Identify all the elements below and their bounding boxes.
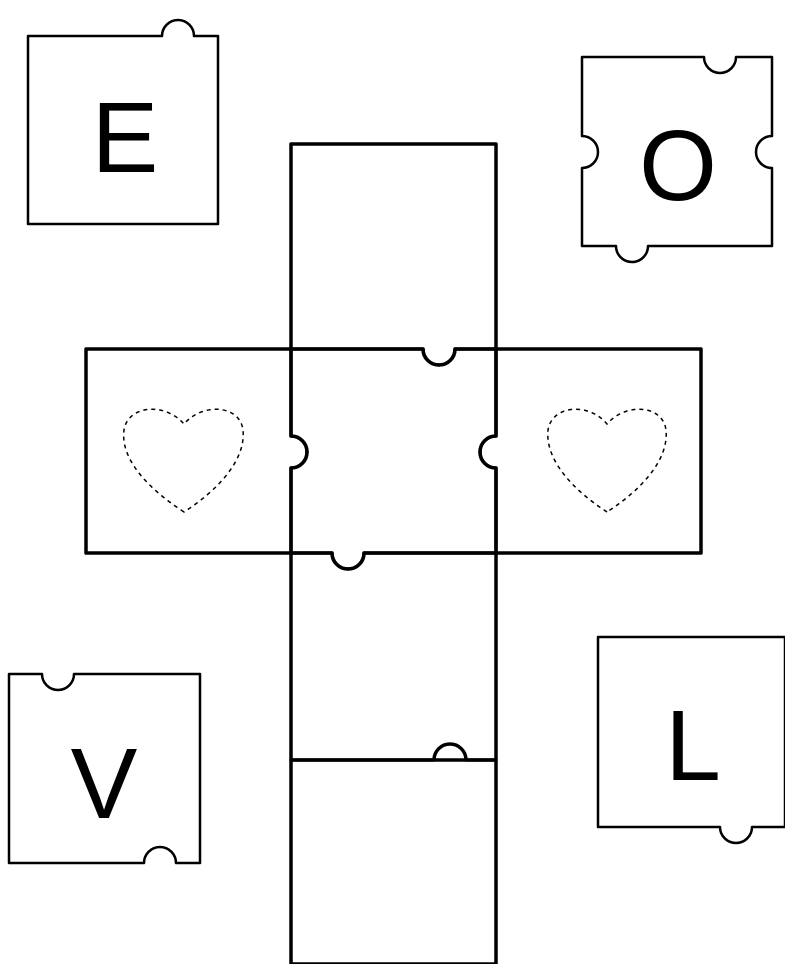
puzzle-piece-o[interactable]: O — [582, 57, 772, 262]
board-slot-top[interactable] — [291, 144, 496, 365]
heart-icon — [124, 409, 244, 512]
board-slot-bottom[interactable] — [291, 760, 496, 964]
puzzle-piece-l[interactable]: L — [598, 637, 785, 843]
puzzle-piece-e[interactable]: E — [28, 20, 218, 224]
piece-e-letter: E — [92, 82, 159, 194]
piece-l-letter: L — [665, 690, 721, 802]
piece-v-letter: V — [71, 728, 138, 840]
board-slot-left[interactable] — [86, 349, 307, 553]
puzzle-piece-v[interactable]: V — [9, 674, 200, 863]
board-slot-lower[interactable] — [291, 553, 496, 760]
heart-icon — [548, 409, 666, 512]
board-slot-right[interactable] — [480, 349, 701, 553]
piece-o-letter: O — [639, 110, 717, 222]
board-slot-center[interactable] — [291, 349, 496, 569]
